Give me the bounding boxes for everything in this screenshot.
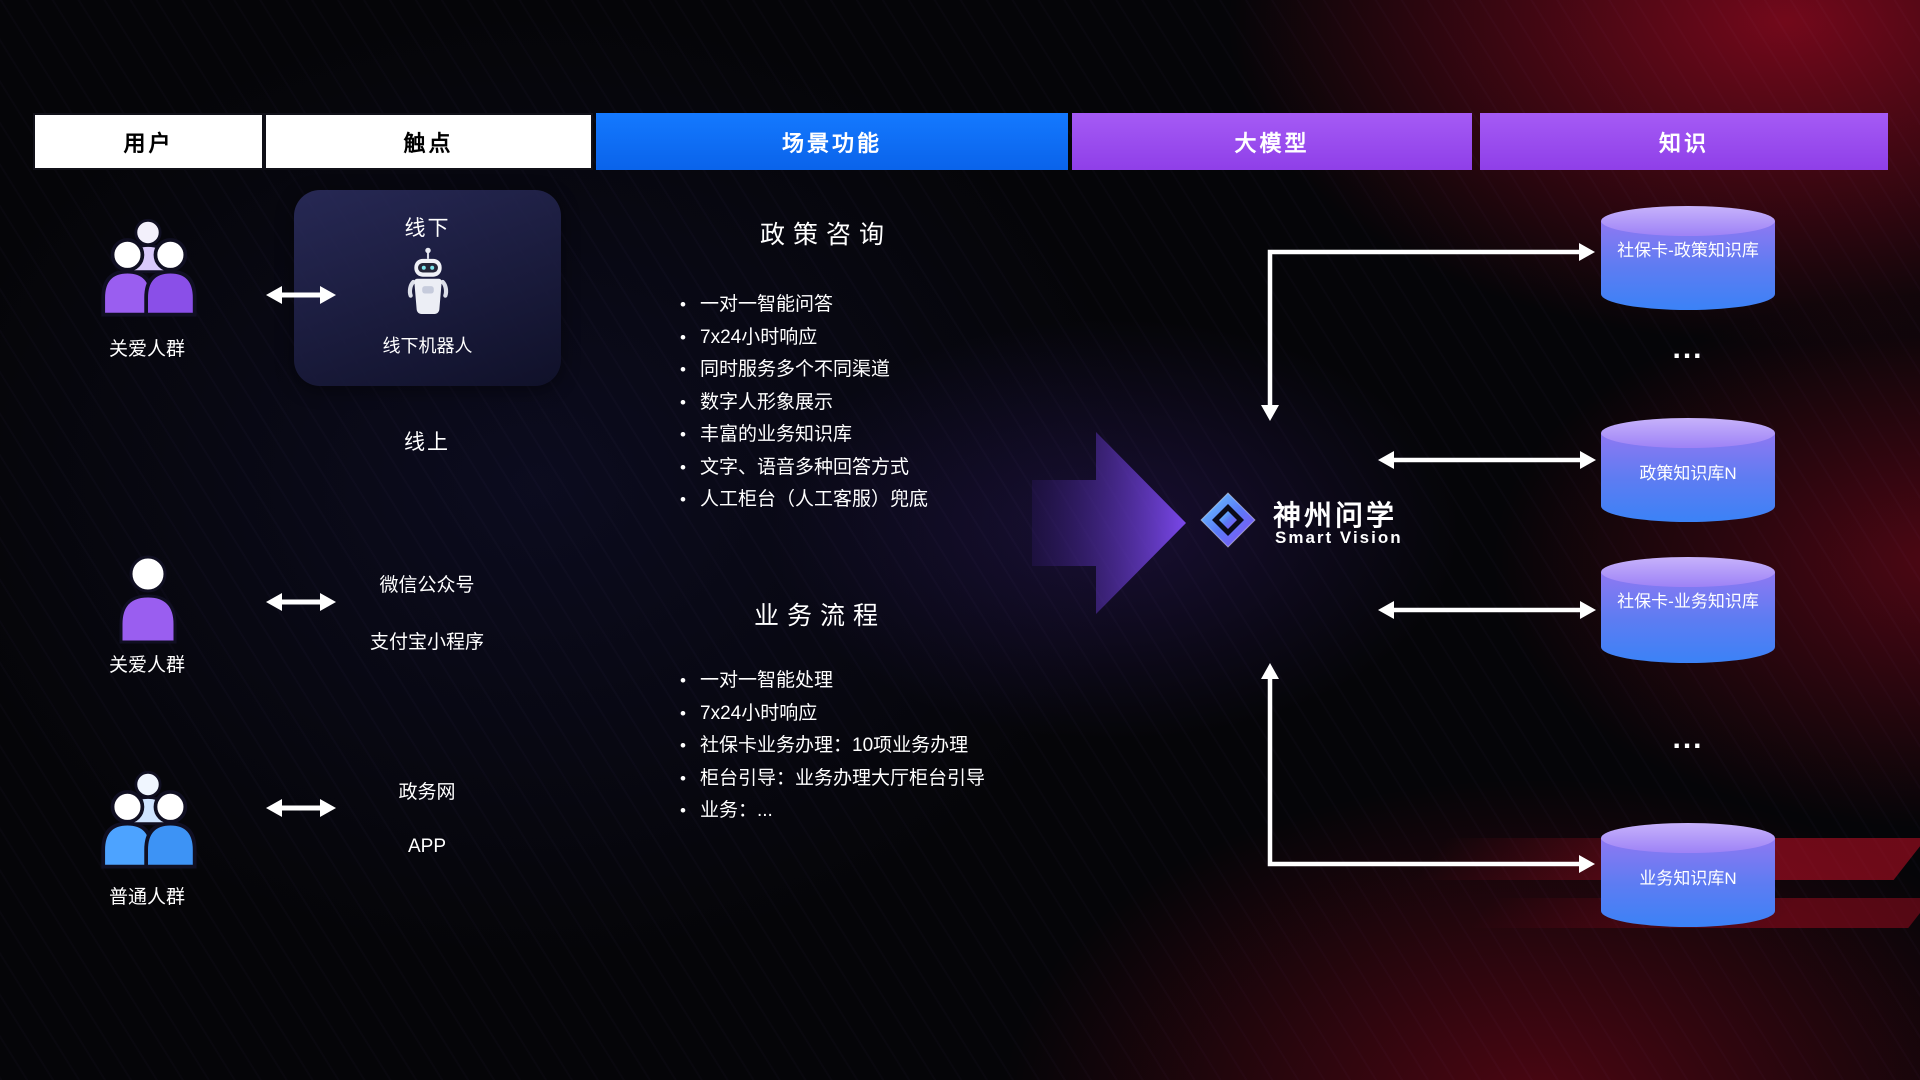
knowledge-db-business-card: 社保卡-业务知识库	[1601, 557, 1775, 663]
header-users-label: 用户	[123, 130, 174, 156]
knowledge-db-label: 业务知识库N	[1639, 869, 1737, 888]
model-subtitle: Smart Vision	[1275, 528, 1403, 547]
scenario-item: 一对一智能问答	[678, 289, 928, 322]
header-users: 用户	[33, 113, 264, 170]
diamond-logo-icon	[1197, 489, 1259, 551]
knowledge-db-label: 社保卡-业务知识库	[1617, 592, 1759, 611]
knowledge-connector-arrows	[1261, 243, 1596, 873]
knowledge-db-business-n: 业务知识库N	[1601, 823, 1775, 927]
user-label: 普通人群	[108, 887, 185, 908]
group-people-blue-icon	[92, 762, 204, 876]
database-icon	[1601, 206, 1775, 236]
header-scenarios: 场景功能	[596, 113, 1068, 170]
single-person-purple-icon	[118, 552, 178, 644]
knowledge-db-policy-n: 政策知识库N	[1601, 418, 1775, 522]
scenario-item: 柜台引导：业务办理大厅柜台引导	[678, 763, 985, 796]
scenario-item: 文字、语音多种回答方式	[678, 452, 928, 485]
flow-arrow-icon	[1032, 432, 1186, 614]
channel-wechat: 微信公众号	[379, 575, 475, 596]
group-people-purple-icon	[92, 210, 204, 324]
scenario-item: 丰富的业务知识库	[678, 419, 928, 452]
scenario-title-business: 业务流程	[754, 602, 887, 630]
database-icon	[1601, 418, 1775, 448]
robot-icon	[407, 246, 449, 320]
knowledge-ellipsis: ...	[1672, 332, 1704, 365]
channel-alipay: 支付宝小程序	[369, 632, 484, 653]
scenario-policy-list: 一对一智能问答 7x24小时响应 同时服务多个不同渠道 数字人形象展示 丰富的业…	[678, 289, 928, 517]
scenario-item: 数字人形象展示	[678, 387, 928, 420]
database-icon	[1601, 572, 1775, 663]
knowledge-ellipsis: ...	[1672, 722, 1704, 755]
scenario-item: 同时服务多个不同渠道	[678, 354, 928, 387]
offline-robot-card: 线下 线下机器人	[294, 190, 561, 386]
scenario-item: 社保卡业务办理：10项业务办理	[678, 730, 985, 763]
scenario-item: 一对一智能处理	[678, 665, 985, 698]
knowledge-db-policy-card: 社保卡-政策知识库	[1601, 206, 1775, 310]
header-knowledge: 知识	[1480, 113, 1888, 170]
offline-label: 线下	[404, 217, 451, 240]
scenario-title-policy: 政策咨询	[760, 221, 893, 249]
channel-app: APP	[407, 836, 447, 857]
user-label: 关爱人群	[108, 339, 185, 360]
knowledge-db-label: 社保卡-政策知识库	[1617, 241, 1759, 260]
header-model-label: 大模型	[1234, 130, 1310, 156]
database-icon	[1601, 557, 1775, 587]
scenario-business-list: 一对一智能处理 7x24小时响应 社保卡业务办理：10项业务办理 柜台引导：业务…	[678, 665, 985, 828]
scenario-item: 业务：...	[678, 795, 985, 828]
header-touchpoints-label: 触点	[403, 130, 454, 156]
header-scenarios-label: 场景功能	[781, 130, 882, 156]
database-icon	[1601, 823, 1775, 853]
model-name: 神州问学	[1273, 500, 1398, 531]
online-label: 线上	[404, 431, 450, 454]
header-touchpoints: 触点	[264, 113, 593, 170]
channel-gov-web: 政务网	[398, 782, 456, 803]
scenario-item: 7x24小时响应	[678, 698, 985, 731]
user-label: 关爱人群	[108, 655, 185, 676]
scenario-item: 7x24小时响应	[678, 322, 928, 355]
header-knowledge-label: 知识	[1658, 130, 1709, 156]
offline-robot-caption: 线下机器人	[382, 336, 473, 356]
scenario-item: 人工柜台（人工客服）兜底	[678, 484, 928, 517]
knowledge-db-label: 政策知识库N	[1639, 464, 1737, 483]
header-model: 大模型	[1072, 113, 1472, 170]
